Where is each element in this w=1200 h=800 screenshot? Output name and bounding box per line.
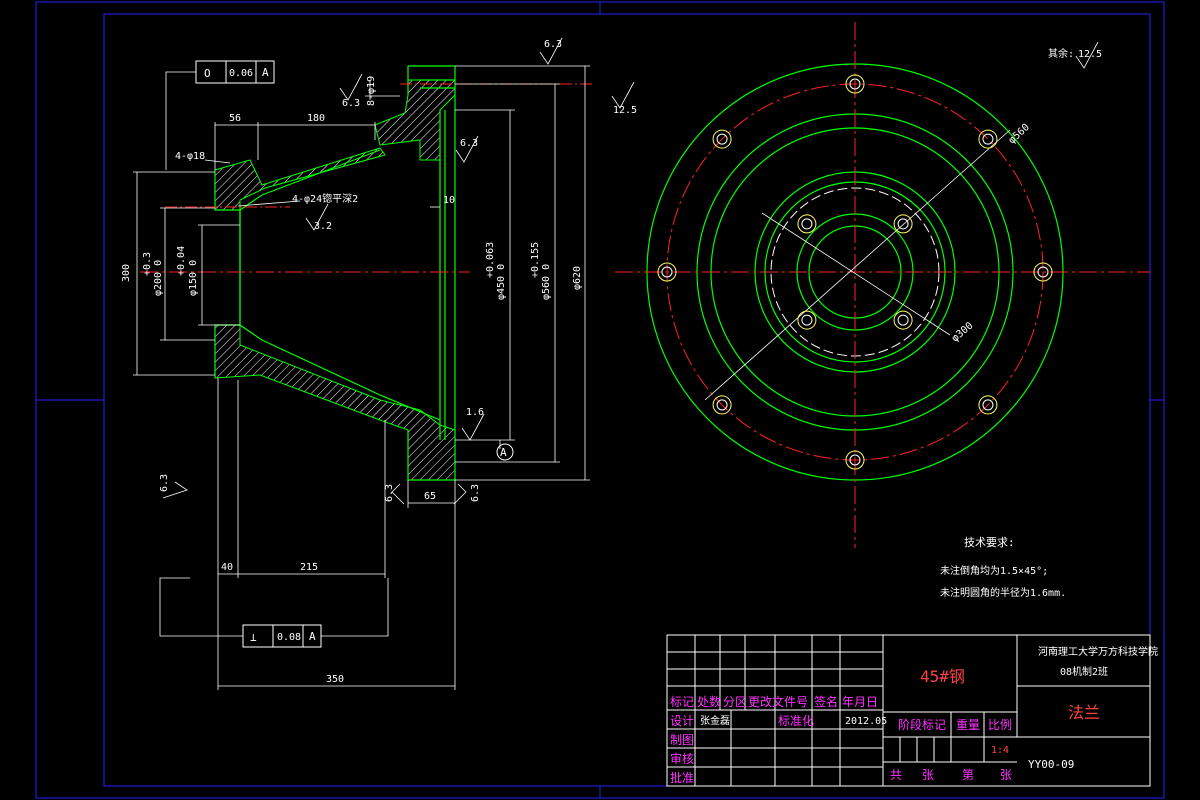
tb-h-total: 共 — [890, 768, 902, 782]
tb-scale-value: 1:4 — [991, 745, 1009, 756]
roughness-6-3-bl: 6.3 — [384, 484, 395, 502]
tb-h-count: 处数 — [697, 694, 721, 709]
tb-date: 2012.05 — [845, 716, 887, 727]
tb-class: 08机制2班 — [1060, 665, 1108, 678]
tb-h-sheets: 张 — [922, 768, 934, 782]
gdt-bottom-tolerance: 0.08 — [277, 632, 301, 643]
tb-h-mark: 标记 — [670, 695, 694, 709]
dim-phi450: φ450 0 — [496, 264, 507, 300]
tb-h-zone: 分区 — [723, 695, 747, 709]
tb-part-name: 法兰 — [1068, 703, 1100, 722]
dim-10: 10 — [443, 195, 455, 206]
tb-material: 45#钢 — [920, 667, 965, 686]
dim-350: 350 — [326, 674, 344, 685]
bolt-hole-outer — [712, 395, 732, 415]
roughness-1-6: 1.6 — [466, 407, 484, 418]
gdt-frame-bottom: ⊥ 0.08 A — [242, 624, 322, 648]
datum-a-label: A — [500, 446, 507, 459]
roughness-6-3-top: 6.3 — [544, 39, 562, 50]
dim-180: 180 — [307, 113, 325, 124]
dim-65: 65 — [424, 491, 436, 502]
tb-h-check: 审核 — [670, 751, 694, 766]
dim-phi620: φ620 — [572, 266, 583, 290]
bolt-hole-outer — [845, 74, 865, 94]
title-block: 45#钢 河南理工大学万方科技学院 08机制2班 法兰 YY00-09 1:4 … — [666, 634, 1158, 787]
gdt-bottom-datum: A — [309, 630, 316, 643]
tb-designer: 张金磊 — [700, 714, 730, 727]
bolt-hole-inner — [893, 310, 913, 330]
gdt-top-tolerance: 0.06 — [229, 68, 253, 79]
bolt-holes — [657, 74, 1053, 470]
roughness-3-2: 3.2 — [314, 221, 332, 232]
dim-56: 56 — [229, 113, 241, 124]
dim-300: 300 — [121, 264, 132, 282]
roughness-6-3-flange: 6.3 — [342, 98, 360, 109]
hatched-regions — [214, 79, 456, 481]
gdt-frame-top: O 0.06 A — [195, 60, 275, 84]
bolt-hole-inner — [797, 214, 817, 234]
roughness-symbols — [162, 37, 1099, 505]
dim-40: 40 — [221, 562, 233, 573]
bolt-hole-inner — [797, 310, 817, 330]
dim-phi560: φ560 0 — [541, 264, 552, 300]
bolt-hole-outer — [978, 395, 998, 415]
tb-h-sign: 签名 — [814, 694, 838, 709]
dim-front-phi300: φ300 — [950, 320, 976, 344]
gdt-leaders — [159, 71, 501, 637]
dim-phi150: φ150 0 — [188, 260, 199, 296]
tb-school: 河南理工大学万方科技学院 — [1038, 645, 1158, 658]
dim-8phi19: 8-φ19 — [366, 76, 377, 106]
tb-drawing-no: YY00-09 — [1028, 758, 1074, 771]
tb-h-weight: 重量 — [956, 718, 980, 732]
datum-a-circle — [496, 443, 514, 461]
tb-h-docno: 更改文件号 — [748, 694, 808, 709]
roughness-6-3-bore: 6.3 — [460, 138, 478, 149]
dim-4phi24: 4-φ24锪平深2 — [292, 192, 358, 205]
tb-h-sheet: 张 — [1000, 768, 1012, 782]
gdt-top-datum: A — [262, 66, 269, 79]
front-centerlines — [615, 22, 1150, 548]
bolt-hole-outer — [712, 129, 732, 149]
tb-h-draw: 制图 — [670, 733, 694, 747]
dim-4phi18: 4-φ18 — [175, 151, 205, 162]
tb-h-scale: 比例 — [988, 718, 1012, 732]
gdt-bottom-symbol: ⊥ — [250, 631, 257, 644]
front-view: φ560 φ300 — [615, 22, 1150, 548]
tb-h-no: 第 — [962, 768, 974, 782]
roughness-rest-label: 其余: — [1048, 47, 1074, 60]
roughness-rest-value: 12.5 — [1078, 49, 1102, 60]
roughness-6-3-left: 6.3 — [159, 474, 170, 492]
tb-h-stage: 阶段标记 — [898, 717, 946, 732]
bolt-hole-outer — [1033, 262, 1053, 282]
section-view: O 0.06 A ⊥ 0.08 A A 56 180 4-φ18 4-φ24锪平… — [121, 37, 1102, 690]
tech-line-1: 未注倒角均为1.5×45°; — [940, 564, 1048, 577]
dim-phi200: φ200 0 — [153, 260, 164, 296]
tech-line-2: 未注明圆角的半径为1.6mm. — [940, 586, 1066, 599]
diagonal-dimension-lines — [704, 129, 1011, 401]
roughness-12-5: 12.5 — [613, 105, 637, 116]
dim-phi560-tol: +0.155 — [530, 242, 541, 278]
dim-phi200-tol: +0.3 — [142, 252, 153, 276]
dimension-lines — [133, 65, 590, 690]
bolt-hole-outer — [657, 262, 677, 282]
tb-h-std: 标准化 — [778, 714, 814, 728]
dim-phi450-tol: +0.063 — [485, 242, 496, 278]
tech-title: 技术要求: — [964, 536, 1015, 549]
gdt-top-symbol: O — [204, 67, 211, 80]
technical-requirements: 技术要求: 未注倒角均为1.5×45°; 未注明圆角的半径为1.6mm. — [940, 536, 1066, 599]
bolt-hole-outer — [978, 129, 998, 149]
tb-h-design: 设计 — [670, 714, 694, 728]
bolt-hole-outer — [845, 450, 865, 470]
dim-phi150-tol: +0.04 — [176, 246, 187, 276]
tb-h-approve: 批准 — [670, 770, 694, 785]
roughness-6-3-br: 6.3 — [470, 484, 481, 502]
tb-h-date: 年月日 — [842, 695, 878, 709]
sheet-border — [35, 1, 1165, 799]
dim-front-phi560: φ560 — [1007, 122, 1032, 146]
bolt-hole-inner — [893, 214, 913, 234]
dim-215: 215 — [300, 562, 318, 573]
